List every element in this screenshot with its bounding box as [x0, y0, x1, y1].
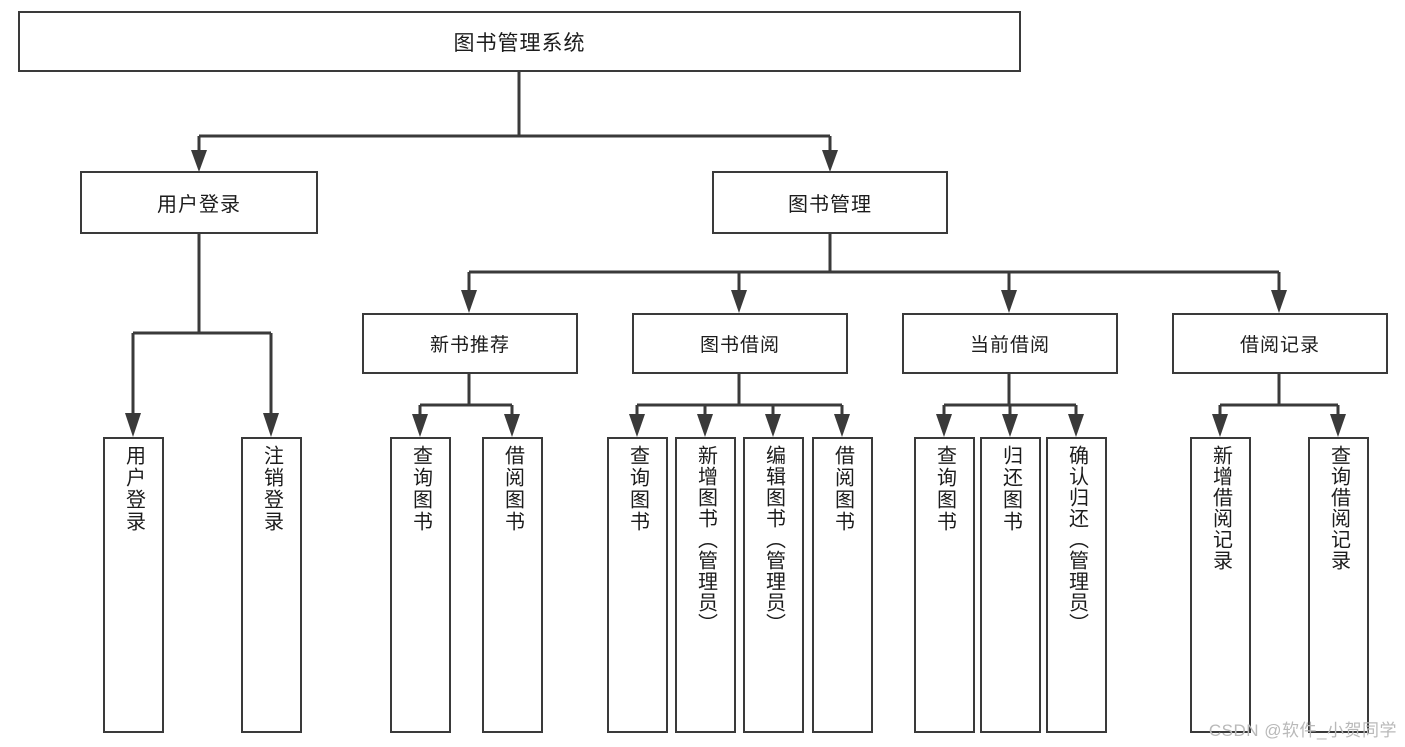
node-new-book-recommend[interactable]: 新书推荐 — [362, 313, 578, 374]
node-current-borrow[interactable]: 当前借阅 — [902, 313, 1118, 374]
leaf-current-confirm-return-label: 确认归还（管理员） — [1065, 445, 1088, 634]
node-borrow-record-label: 借阅记录 — [1239, 335, 1320, 356]
node-book-borrow-label: 图书借阅 — [699, 335, 780, 356]
leaf-user-logout-label: 注销登录 — [260, 445, 283, 533]
node-book-management-label: 图书管理 — [788, 194, 872, 216]
leaf-current-return-book-label: 归还图书 — [999, 445, 1022, 533]
leaf-record-query-label: 查询借阅记录 — [1327, 445, 1350, 571]
watermark: CSDN @软件_小贺同学 — [1208, 721, 1397, 740]
node-borrow-record[interactable]: 借阅记录 — [1172, 313, 1388, 374]
leaf-current-confirm-return[interactable]: 确认归还（管理员） — [1046, 437, 1107, 733]
leaf-user-login[interactable]: 用户登录 — [103, 437, 164, 733]
node-root[interactable]: 图书管理系统 — [18, 11, 1021, 72]
leaf-recommend-borrow-book-label: 借阅图书 — [501, 445, 524, 533]
leaf-current-query-book-label: 查询图书 — [933, 445, 956, 533]
leaf-borrow-query-book-label: 查询图书 — [626, 445, 649, 533]
node-book-management[interactable]: 图书管理 — [712, 171, 948, 234]
leaf-recommend-query-book-label: 查询图书 — [409, 445, 432, 533]
node-current-borrow-label: 当前借阅 — [969, 335, 1050, 356]
leaf-current-query-book[interactable]: 查询图书 — [914, 437, 975, 733]
leaf-borrow-edit-book-label: 编辑图书（管理员） — [762, 445, 785, 634]
leaf-borrow-query-book[interactable]: 查询图书 — [607, 437, 668, 733]
node-user-login-label: 用户登录 — [157, 194, 241, 216]
leaf-recommend-borrow-book[interactable]: 借阅图书 — [482, 437, 543, 733]
leaf-record-query[interactable]: 查询借阅记录 — [1308, 437, 1369, 733]
node-book-borrow[interactable]: 图书借阅 — [632, 313, 848, 374]
leaf-recommend-query-book[interactable]: 查询图书 — [390, 437, 451, 733]
leaf-record-add-label: 新增借阅记录 — [1209, 445, 1232, 571]
leaf-current-return-book[interactable]: 归还图书 — [980, 437, 1041, 733]
leaf-borrow-edit-book[interactable]: 编辑图书（管理员） — [743, 437, 804, 733]
node-new-book-recommend-label: 新书推荐 — [429, 335, 510, 356]
leaf-borrow-borrow-book-label: 借阅图书 — [831, 445, 854, 533]
leaf-borrow-add-book-label: 新增图书（管理员） — [694, 445, 717, 634]
leaf-borrow-borrow-book[interactable]: 借阅图书 — [812, 437, 873, 733]
leaf-borrow-add-book[interactable]: 新增图书（管理员） — [675, 437, 736, 733]
leaf-user-login-label: 用户登录 — [122, 445, 145, 533]
leaf-record-add[interactable]: 新增借阅记录 — [1190, 437, 1251, 733]
node-user-login[interactable]: 用户登录 — [80, 171, 318, 234]
node-root-label: 图书管理系统 — [453, 31, 586, 55]
leaf-user-logout[interactable]: 注销登录 — [241, 437, 302, 733]
